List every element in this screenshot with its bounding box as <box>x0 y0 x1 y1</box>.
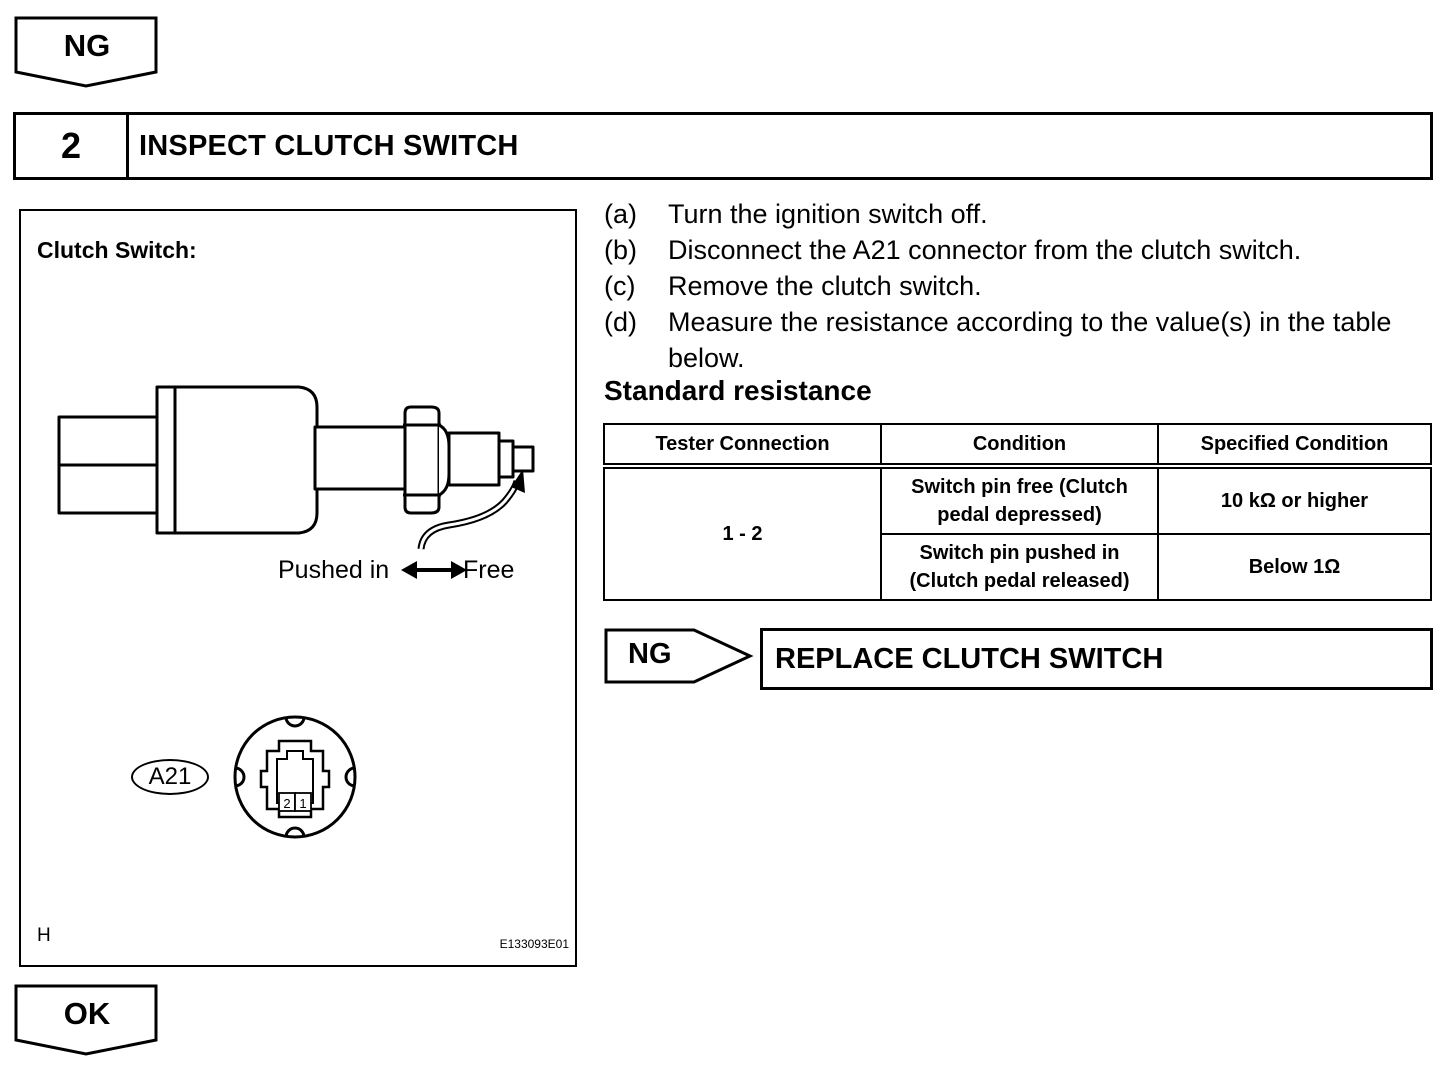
instruction-text: Measure the resistance according to the … <box>668 307 1392 373</box>
condition-cell: Switch pin pushed in (Clutch pedal relea… <box>880 533 1159 601</box>
tester-connection-cell: 1 - 2 <box>603 465 882 601</box>
clutch-switch-illustration: 2 1 <box>57 385 535 839</box>
instruction-item: (c) Remove the clutch switch. <box>604 268 1434 304</box>
ng-result-action: REPLACE CLUTCH SWITCH <box>760 628 1433 690</box>
ok-flow-label: OK <box>63 996 111 1031</box>
instruction-letter: (d) <box>604 307 637 337</box>
step-title: INSPECT CLUTCH SWITCH <box>139 129 519 162</box>
figure-corner-mark: H <box>37 925 51 946</box>
ng-flow-label: NG <box>63 28 111 63</box>
instruction-text: Turn the ignition switch off. <box>668 199 988 229</box>
down-arrow-shape <box>14 984 158 1056</box>
table-row: Switch pin pushed in (Clutch pedal relea… <box>604 533 1432 601</box>
instruction-letter: (c) <box>604 271 636 301</box>
instruction-item: (a) Turn the ignition switch off. <box>604 196 1434 232</box>
instruction-text: Remove the clutch switch. <box>668 271 982 301</box>
instruction-letter: (b) <box>604 235 637 265</box>
down-arrow-shape <box>14 16 158 88</box>
table-header: Tester Connection <box>603 423 882 469</box>
instruction-list: (a) Turn the ignition switch off. (b) Di… <box>604 196 1434 376</box>
connector-pin-1: 1 <box>299 796 306 811</box>
condition-cell: Switch pin free (Clutch pedal depressed) <box>880 465 1159 535</box>
table-header: Specified Condition <box>1157 423 1432 469</box>
table-header-row: Tester Connection Condition Specified Co… <box>603 423 1432 469</box>
ng-result-arrow: NG <box>604 628 754 686</box>
table-row: 1 - 2 Switch pin free (Clutch pedal depr… <box>603 465 1432 601</box>
figure-code: E133093E01 <box>499 937 569 951</box>
clutch-switch-figure: Clutch Switch: <box>19 209 577 967</box>
right-arrow-shape <box>604 628 754 684</box>
standard-resistance-title: Standard resistance <box>604 375 872 406</box>
resistance-table: Tester Connection Condition Specified Co… <box>603 423 1432 601</box>
step-number: 2 <box>16 115 129 177</box>
instruction-text: Disconnect the A21 connector from the cl… <box>668 235 1302 265</box>
ng-flow-arrow: NG <box>14 16 160 90</box>
motion-arrow-icon <box>417 469 525 550</box>
table-header: Condition <box>880 423 1159 469</box>
double-arrow-icon <box>401 561 467 579</box>
instruction-letter: (a) <box>604 199 637 229</box>
ng-result-label: NG <box>628 638 672 670</box>
specified-condition-cell: 10 kΩ or higher <box>1157 465 1432 535</box>
connector-face-icon <box>233 715 357 839</box>
specified-condition-cell: Below 1Ω <box>1157 533 1432 601</box>
connector-pin-2: 2 <box>283 796 290 811</box>
motion-label-pushed: Pushed in <box>278 556 390 584</box>
step-header: 2 INSPECT CLUTCH SWITCH <box>13 112 1433 180</box>
instruction-item: (b) Disconnect the A21 connector from th… <box>604 232 1434 268</box>
motion-label-free: Free <box>463 556 515 584</box>
connector-id-label: A21 <box>131 759 209 795</box>
ok-flow-arrow: OK <box>14 984 160 1058</box>
instruction-item: (d) Measure the resistance according to … <box>604 304 1434 376</box>
figure-title: Clutch Switch: <box>37 237 197 263</box>
